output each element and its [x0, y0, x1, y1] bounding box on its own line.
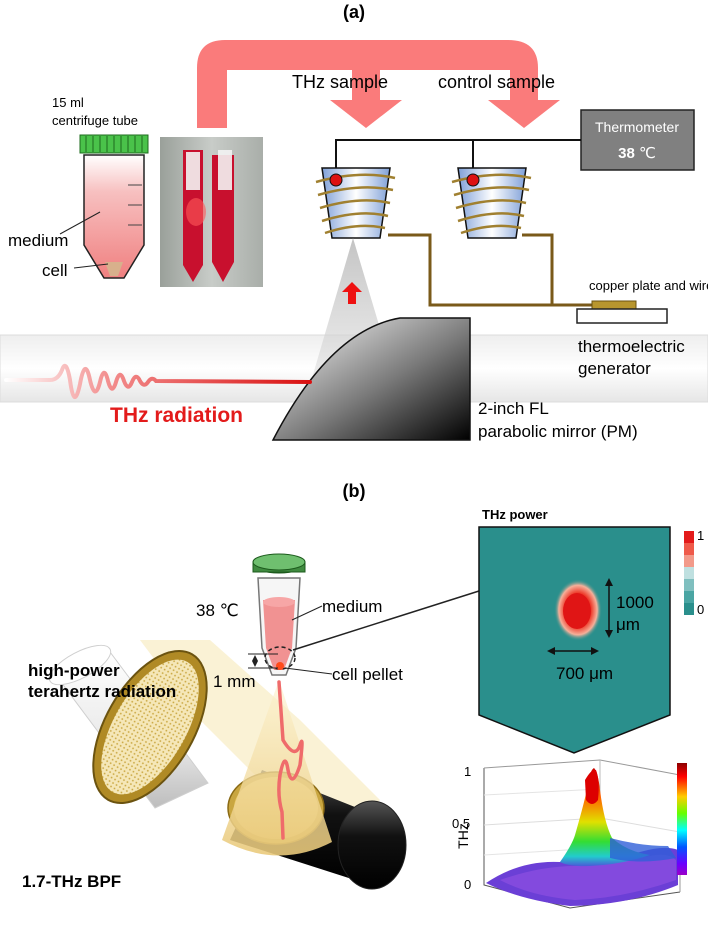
surface-plot: [483, 759, 681, 909]
cell-label-a: cell: [42, 261, 68, 280]
power-title: THz power: [482, 507, 548, 522]
thz-waveform: [4, 363, 312, 399]
control-sample-label: control sample: [438, 72, 555, 92]
filter-label: 1.7-THz BPF: [22, 872, 121, 891]
cell-pellet-label: cell pellet: [332, 665, 403, 684]
control-sample-holder: [451, 167, 532, 239]
copper-label: copper plate and wire: [589, 278, 708, 293]
thermometer-reading: 38 ℃: [618, 145, 656, 162]
tubes-photo: [160, 137, 263, 287]
panel-b-label: (b): [343, 481, 366, 501]
colorbar-min: 0: [697, 602, 704, 617]
thermometer-wire: [335, 139, 581, 178]
thermometer-title: Thermometer: [595, 119, 679, 135]
copper-plate: [591, 300, 637, 310]
beam-height-unit: μm: [616, 615, 640, 634]
thermoelectric-generator: [576, 308, 668, 324]
mirror-label-line2: parabolic mirror (PM): [478, 422, 638, 441]
colorbar-max: 1: [697, 528, 704, 543]
mirror-label-line1: 2-inch FL: [478, 399, 549, 418]
distance-label: 1 mm: [213, 672, 256, 691]
thz-pulse: [277, 680, 304, 840]
thermometer-value: 38: [618, 145, 635, 162]
source-label-line2: terahertz radiation: [28, 682, 176, 701]
medium-label-b: medium: [322, 597, 382, 616]
pellet-outline: [264, 646, 296, 670]
plot-tick-0: 0: [464, 877, 471, 892]
parabolic-mirror: [271, 317, 471, 441]
beam-width-label: 700 μm: [556, 664, 613, 683]
temperature-label-b: 38 ℃: [196, 601, 239, 620]
thz-radiation-label: THz radiation: [110, 404, 243, 427]
tube-volume-label: 15 ml: [52, 95, 84, 110]
thz-focus-cone: [222, 680, 332, 856]
plot-tick-1: 1: [464, 764, 471, 779]
thermometer-unit: ℃: [639, 145, 656, 162]
up-arrow: [342, 282, 362, 304]
plot-colorbar: [677, 763, 687, 875]
zoom-line: [292, 590, 480, 651]
copper-wire: [388, 233, 592, 307]
thz-sample-label: THz sample: [292, 72, 388, 92]
source-label-line1: high-power: [28, 661, 120, 680]
transfer-arrow: [197, 40, 560, 128]
thz-sample-holder: [315, 167, 396, 239]
teg-label-line1: thermoelectric: [578, 337, 685, 356]
teg-label-line2: generator: [578, 359, 651, 378]
centrifuge-tube: [79, 134, 149, 279]
sample-tube: [248, 553, 306, 676]
panel-a-label: (a): [343, 2, 365, 22]
tube-name-label: centrifuge tube: [52, 113, 138, 128]
band-pass-filter: [92, 650, 208, 804]
medium-label-a: medium: [8, 231, 68, 250]
beam-height-value: 1000: [616, 593, 654, 612]
plot-ylabel: THz: [455, 823, 471, 849]
plot-tick-05: 0.5: [452, 816, 470, 831]
power-colorbar: [684, 531, 694, 615]
